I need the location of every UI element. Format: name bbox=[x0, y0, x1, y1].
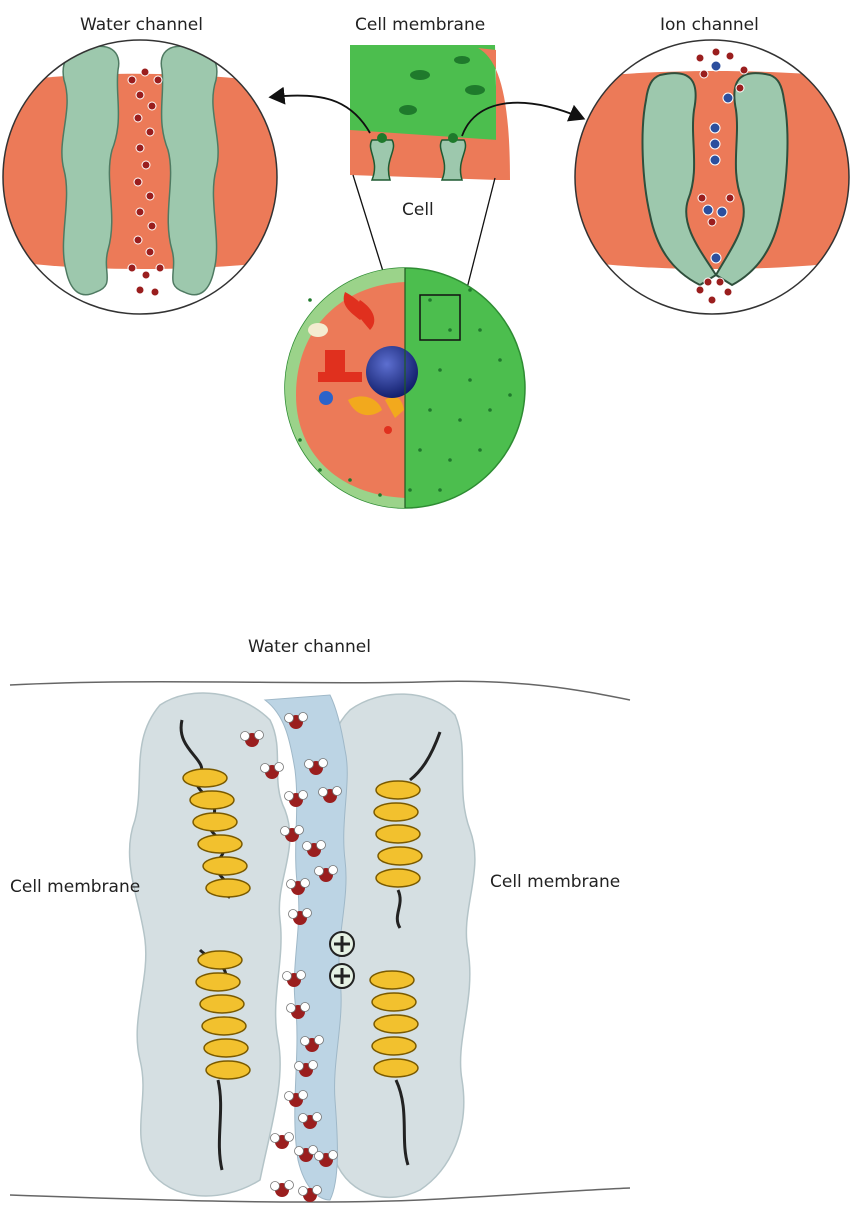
water-channel-detail-figure bbox=[0, 660, 853, 1219]
bottom-water-channel-label: Water channel bbox=[248, 637, 371, 657]
top-ion-channel-label: Ion channel bbox=[660, 15, 759, 35]
cell-overview-figure bbox=[0, 0, 853, 560]
water-channel-closeup bbox=[0, 40, 290, 320]
bottom-cell-membrane-left-label: Cell membrane bbox=[10, 877, 140, 897]
membrane-cutout bbox=[350, 45, 510, 180]
top-water-channel-label: Water channel bbox=[80, 15, 203, 35]
top-cell-membrane-label: Cell membrane bbox=[355, 15, 485, 35]
cell-label: Cell bbox=[402, 200, 434, 220]
bottom-cell-membrane-right-label: Cell membrane bbox=[490, 872, 620, 892]
ion-channel-closeup bbox=[570, 40, 853, 320]
cell-illustration bbox=[285, 268, 525, 510]
